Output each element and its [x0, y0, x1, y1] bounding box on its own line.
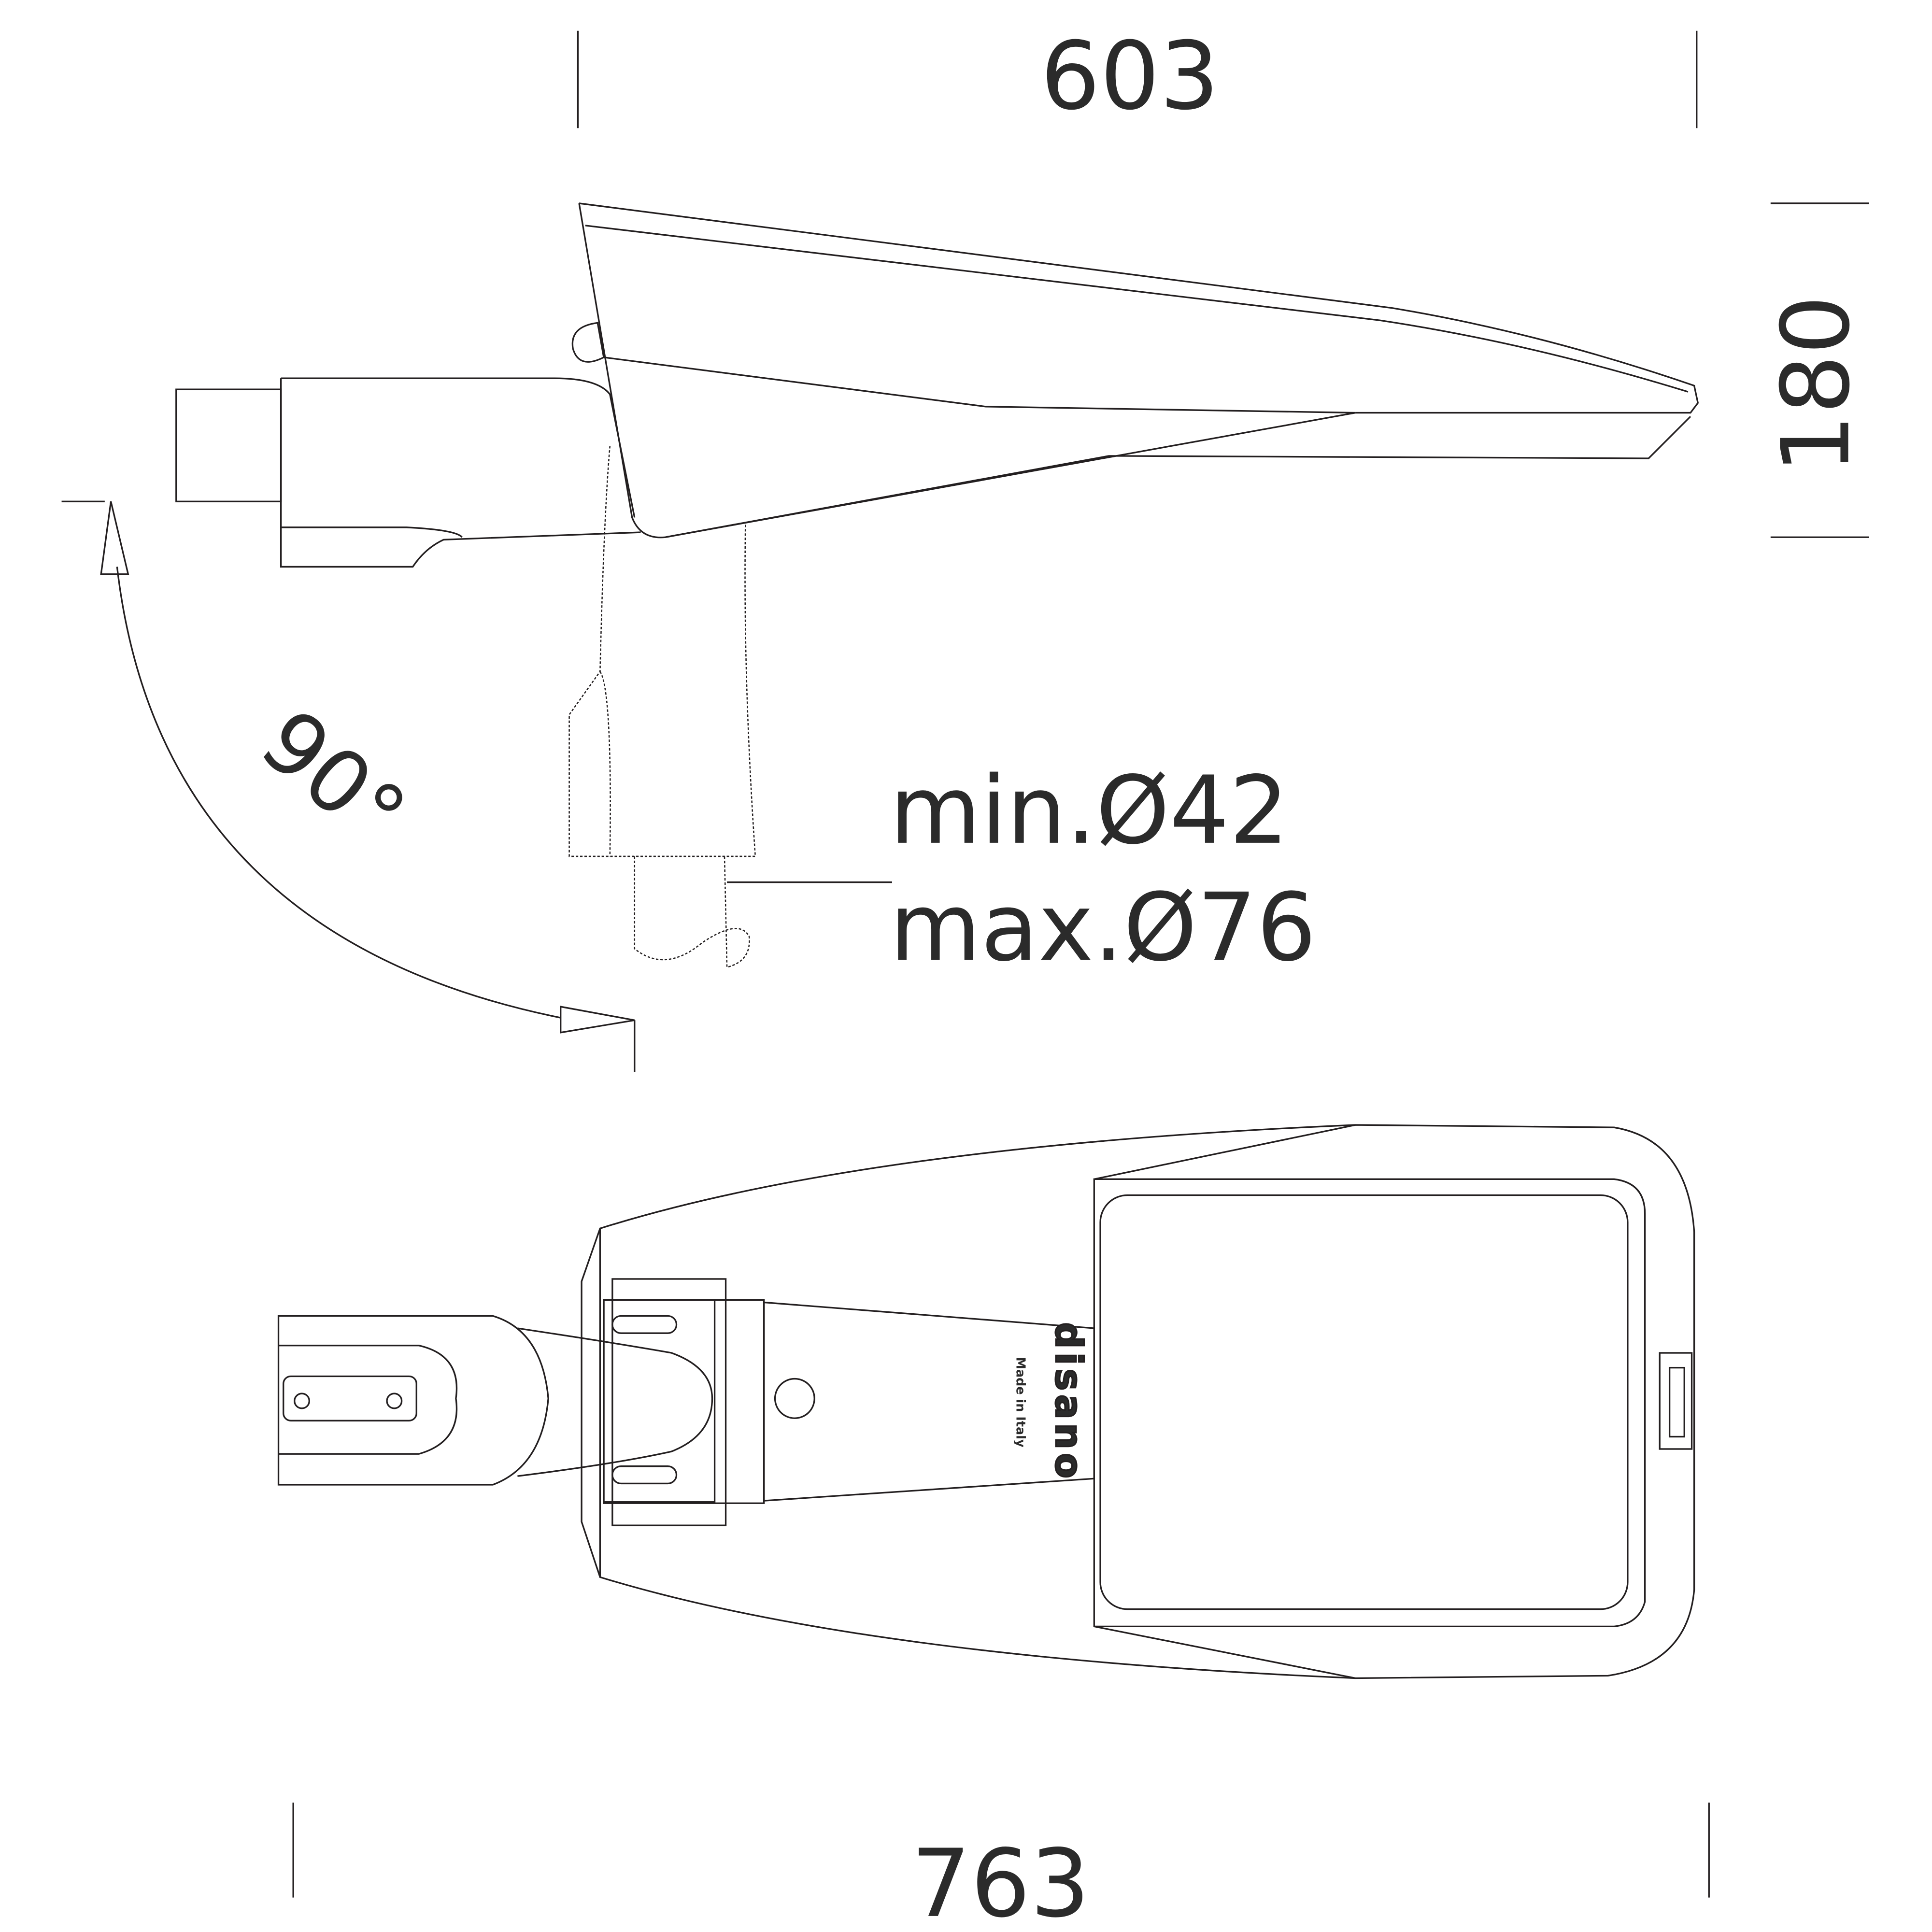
pole-min-diameter: min.Ø42 — [890, 756, 1289, 865]
disano-logo: disano Made in Italy — [1013, 1321, 1091, 1483]
brand-logo-text: disano — [1047, 1322, 1090, 1482]
dimension-width-top: 603 — [1040, 21, 1219, 130]
made-in-italy-text: Made in Italy — [1013, 1357, 1028, 1448]
pole-max-diameter: max.Ø76 — [890, 873, 1316, 982]
side-view — [175, 202, 1699, 568]
dimension-lines — [61, 30, 1869, 1898]
top-view — [277, 1124, 1695, 1679]
pole-bracket-dashed — [568, 446, 756, 968]
tilt-angle-label: 90° — [242, 691, 424, 866]
dimension-height: 180 — [1762, 295, 1871, 474]
dimension-width-bottom: 763 — [911, 1829, 1090, 1932]
tilt-arc — [100, 501, 635, 1034]
